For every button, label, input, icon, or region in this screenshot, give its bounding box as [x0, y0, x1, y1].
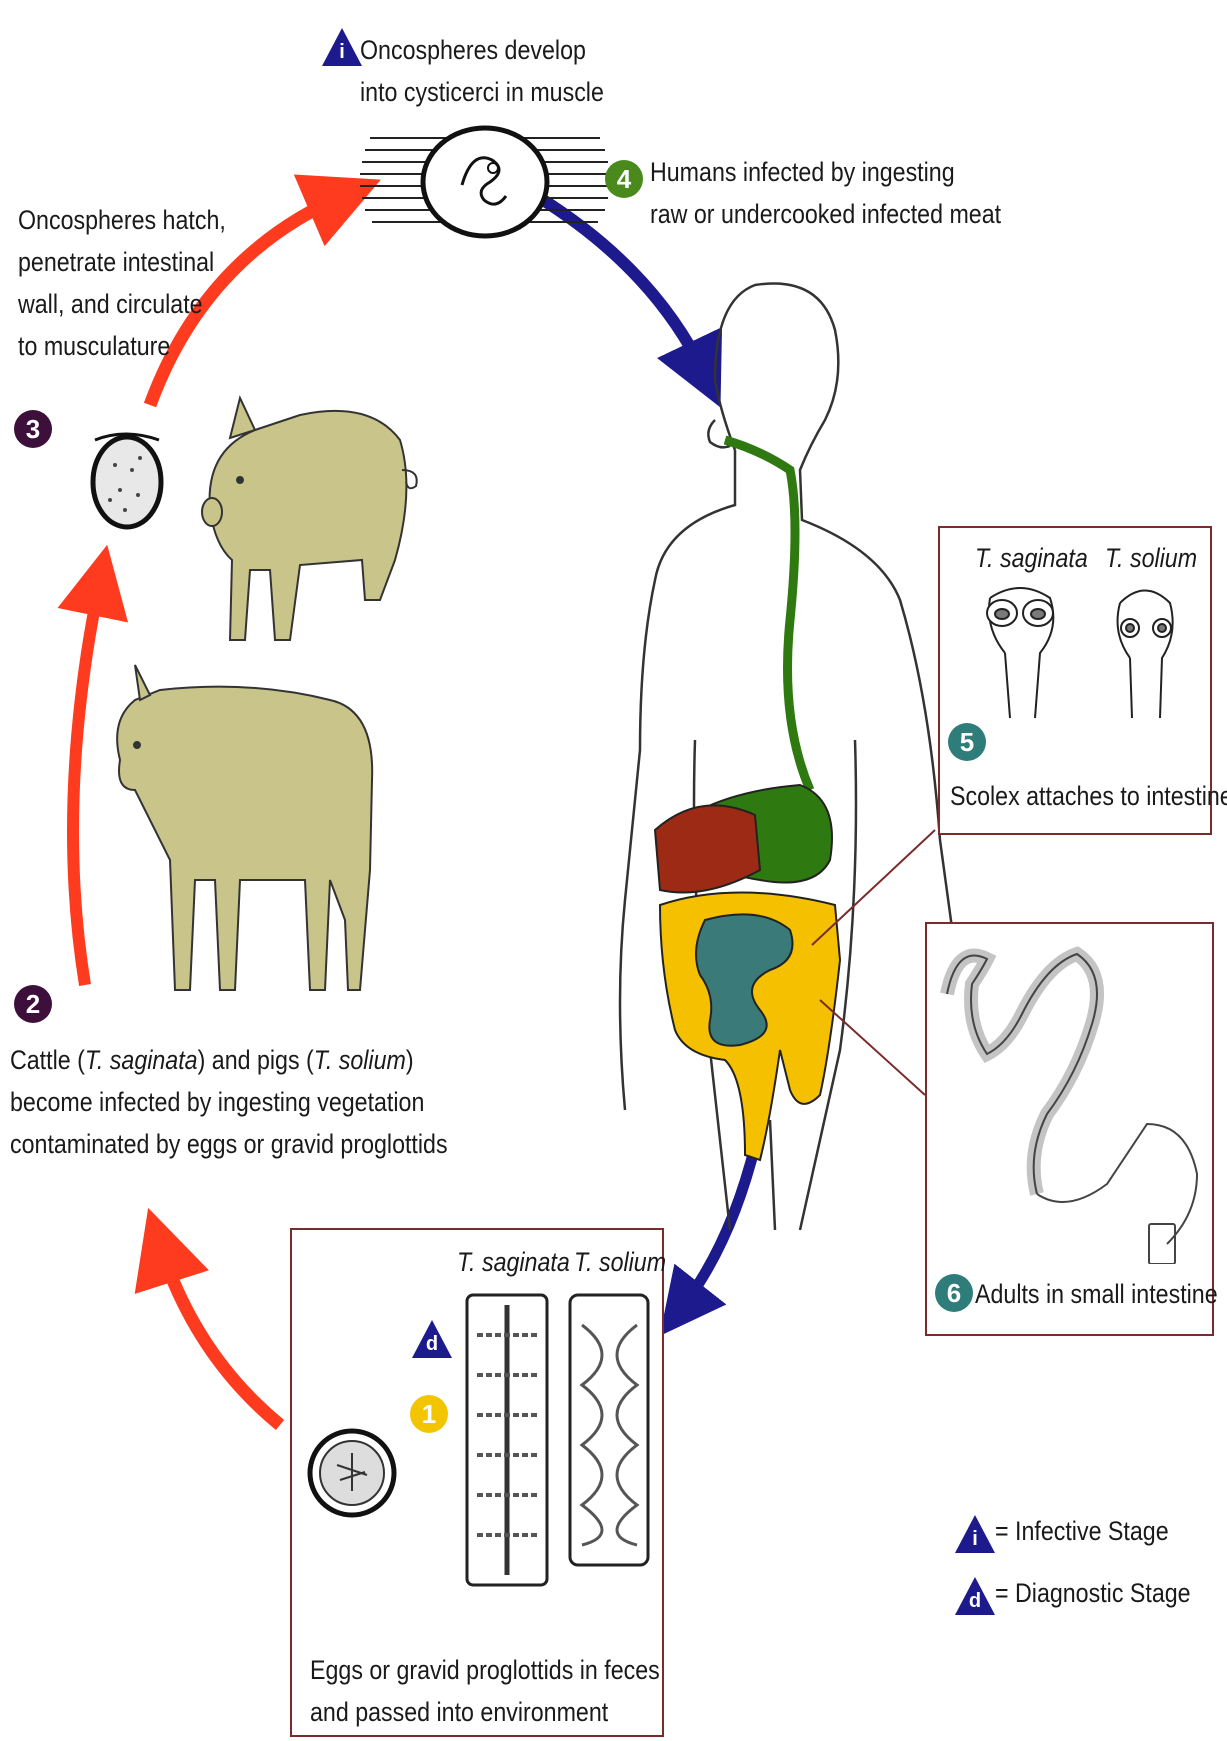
stage-3-marker: 3	[14, 410, 52, 448]
infective-stage-icon: i	[322, 28, 362, 66]
stage-2-label: Cattle (T. saginata) and pigs (T. solium…	[10, 1040, 448, 1166]
stage-3-label: Oncospheres hatch, penetrate intestinal …	[18, 200, 226, 367]
legend-diagnostic-icon: d	[955, 1577, 995, 1615]
cow-illustration	[117, 665, 372, 990]
diagnostic-stage-icon: d	[412, 1320, 452, 1358]
stage-5-marker: 5	[948, 723, 986, 761]
legend-diagnostic-text: = Diagnostic Stage	[995, 1573, 1191, 1615]
stage-1-marker: 1	[410, 1395, 448, 1433]
legend-infective-icon: i	[955, 1515, 995, 1553]
scolex-label-solium: T. solium	[1105, 538, 1197, 580]
egg-and-proglottid-illustration	[292, 1275, 662, 1655]
adults-caption: Adults in small intestine	[975, 1274, 1218, 1316]
stage-6-marker: 6	[935, 1274, 973, 1312]
arrow-environment-to-animal	[160, 1245, 280, 1425]
stage-4-label: Humans infected by ingesting raw or unde…	[650, 152, 1001, 236]
stage-2-marker: 2	[14, 985, 52, 1023]
stage-i-label: Oncospheres develop into cysticerci in m…	[360, 30, 604, 114]
legend-infective-text: = Infective Stage	[995, 1511, 1169, 1553]
eggs-caption: Eggs or gravid proglottids in feces and …	[310, 1650, 660, 1734]
pig-illustration	[202, 398, 417, 640]
eggs-proglottids-box: T. saginata T. solium d 1 Eggs or gravid…	[290, 1228, 664, 1737]
scolex-box: T. saginata T. solium 5 Scolex attaches …	[938, 526, 1212, 835]
legend: i = Infective Stage d = Diagnostic Stage	[955, 1515, 1185, 1635]
oncosphere-illustration	[93, 434, 161, 527]
scolex-caption: Scolex attaches to intestine	[950, 776, 1227, 818]
arrow-animal-to-oncosphere	[73, 580, 100, 985]
adult-tapeworm-illustration	[927, 924, 1212, 1264]
digestive-tract-illustration	[655, 440, 840, 1160]
scolex-label-saginata: T. saginata	[975, 538, 1088, 580]
pointer-to-adults-box	[820, 1000, 925, 1095]
stage-4-marker: 4	[605, 160, 643, 198]
adults-box: 6 Adults in small intestine	[925, 922, 1214, 1336]
